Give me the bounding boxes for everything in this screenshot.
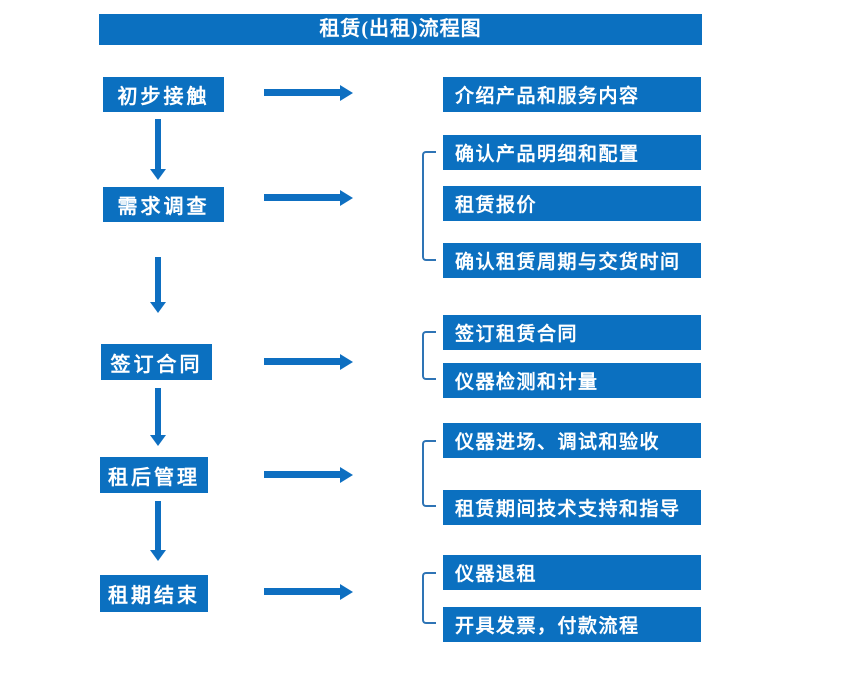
- arrow-right-icon: [264, 358, 340, 365]
- group-bracket: [422, 440, 436, 507]
- output-box: 仪器进场、调试和验收: [443, 423, 701, 458]
- arrow-right-icon: [264, 471, 340, 478]
- stage-box-initial-contact: 初步接触: [103, 77, 224, 112]
- arrow-down-icon: [155, 388, 161, 435]
- arrow-down-icon: [155, 501, 161, 550]
- stage-box-post-rental-management: 租后管理: [100, 457, 208, 493]
- output-box: 开具发票，付款流程: [443, 607, 701, 642]
- arrow-right-icon: [264, 588, 340, 595]
- group-bracket: [422, 151, 436, 261]
- stage-box-demand-survey: 需求调查: [103, 187, 224, 222]
- stage-box-sign-contract: 签订合同: [101, 344, 212, 380]
- arrow-right-icon: [264, 194, 340, 201]
- arrow-down-icon: [155, 257, 161, 302]
- output-box: 仪器检测和计量: [443, 363, 701, 398]
- stage-box-rental-end: 租期结束: [100, 575, 208, 612]
- output-box: 介绍产品和服务内容: [443, 77, 701, 112]
- output-box: 确认租赁周期与交货时间: [443, 243, 701, 278]
- output-box: 签订租赁合同: [443, 315, 701, 350]
- output-box: 租赁报价: [443, 186, 701, 221]
- output-box: 确认产品明细和配置: [443, 135, 701, 170]
- output-box: 租赁期间技术支持和指导: [443, 490, 701, 525]
- group-bracket: [422, 331, 436, 380]
- flowchart-title: 租赁(出租)流程图: [99, 14, 702, 45]
- arrow-right-icon: [264, 89, 340, 96]
- group-bracket: [422, 572, 436, 624]
- output-box: 仪器退租: [443, 555, 701, 590]
- arrow-down-icon: [155, 119, 161, 169]
